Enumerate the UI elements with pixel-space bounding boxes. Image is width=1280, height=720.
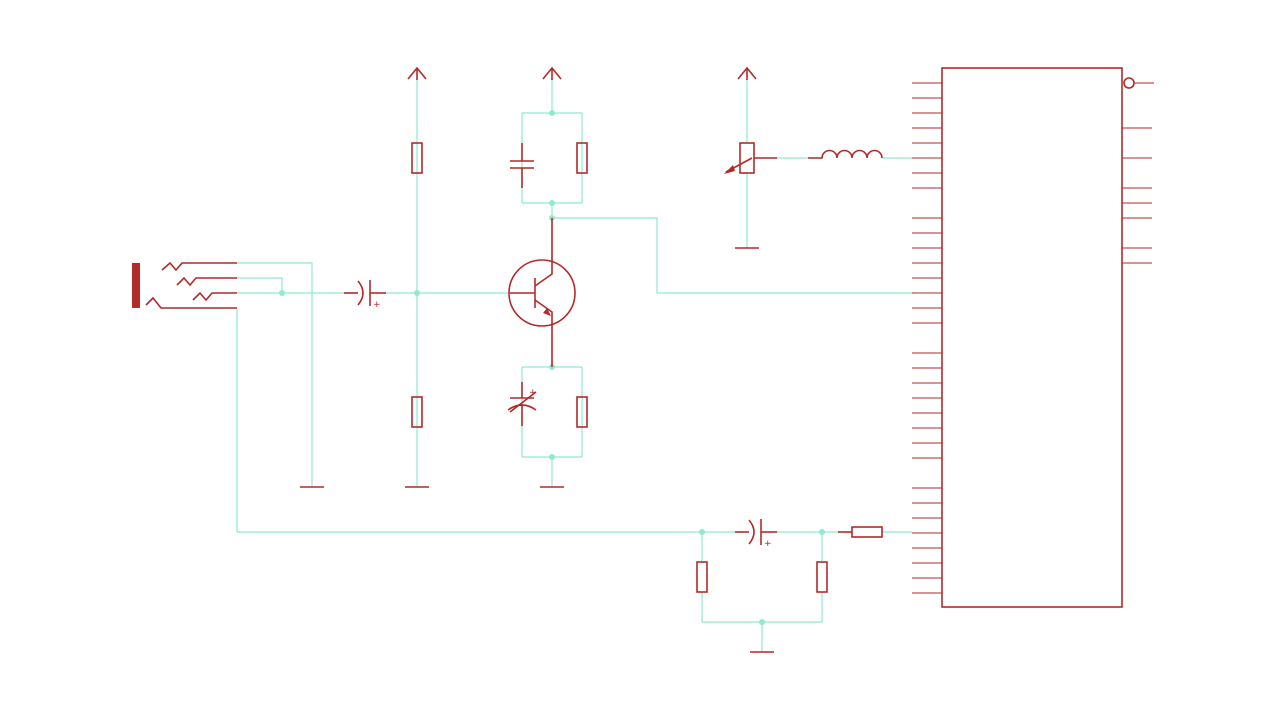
potentiometer (724, 142, 777, 174)
vcc-arrow-icon (542, 66, 562, 80)
ic-right-pins (1122, 127, 1152, 264)
junction-dot (549, 110, 555, 116)
transistor-collector-lead (534, 228, 553, 287)
plus-marker: + (529, 388, 537, 398)
ic-inverted-pin-bubble-icon (1123, 77, 1135, 89)
junction-dot (549, 200, 555, 206)
resistor-icon (696, 561, 708, 593)
input-capacitor: + (344, 280, 386, 310)
resistor-icon (576, 396, 588, 428)
cap-curved-plate-icon (357, 280, 364, 306)
ic-body (941, 67, 1123, 608)
jack-contact-icon (161, 261, 237, 272)
collector-to-ic-wire (551, 203, 915, 294)
potentiometer-wiper-arrow-icon (724, 165, 735, 174)
junction-dot (759, 619, 765, 625)
jack-contact-icon (145, 296, 237, 309)
jack-return-wire (236, 308, 735, 533)
plus-marker: + (373, 300, 381, 310)
npn-transistor (508, 218, 576, 367)
cap-curved-plate-icon (748, 519, 755, 545)
wires (236, 80, 915, 652)
emitter-rc-frame (521, 366, 583, 487)
emitter-capacitor: + (507, 382, 537, 426)
electrolytic-capacitor-icon (507, 382, 537, 426)
ic-left-pins (912, 82, 942, 594)
junction-dot (819, 529, 825, 535)
inductor (808, 149, 883, 159)
vcc-arrow-icon (737, 66, 757, 80)
ic-chip (912, 67, 1154, 608)
junctions (279, 110, 825, 625)
junction-dot (279, 290, 285, 296)
junction-dot (699, 529, 705, 535)
output-capacitor: + (735, 519, 777, 549)
supply-arrows (407, 66, 757, 80)
variable-arrow-icon (509, 391, 537, 413)
junction-dot (414, 290, 420, 296)
capacitor-icon (510, 143, 534, 188)
collector-capacitor (510, 143, 534, 188)
resistor-icon (576, 142, 588, 174)
output-divider-wire (701, 532, 823, 652)
jack-sleeve-to-ground-wire (237, 262, 313, 487)
audio-jack (132, 261, 237, 309)
plus-marker: + (764, 539, 772, 549)
transistor-body-icon (508, 259, 576, 327)
vcc-arrow-icon (407, 66, 427, 80)
jack-body-icon (132, 263, 140, 308)
resistor-icon (411, 396, 423, 428)
transistor-emitter-arrow-icon (543, 308, 551, 316)
jack-contact-icon (192, 291, 237, 302)
collector-rc-frame (521, 112, 583, 204)
resistors (411, 142, 883, 593)
junction-dot (549, 454, 555, 460)
resistor-icon (851, 526, 883, 538)
inductor-coil-icon (808, 149, 883, 159)
grounds (300, 247, 774, 653)
jack-ring-wire (237, 277, 283, 293)
jack-contact-icon (176, 276, 237, 287)
transistor-emitter-lead (534, 299, 553, 352)
resistor-icon (411, 142, 423, 174)
resistor-icon (816, 561, 828, 593)
